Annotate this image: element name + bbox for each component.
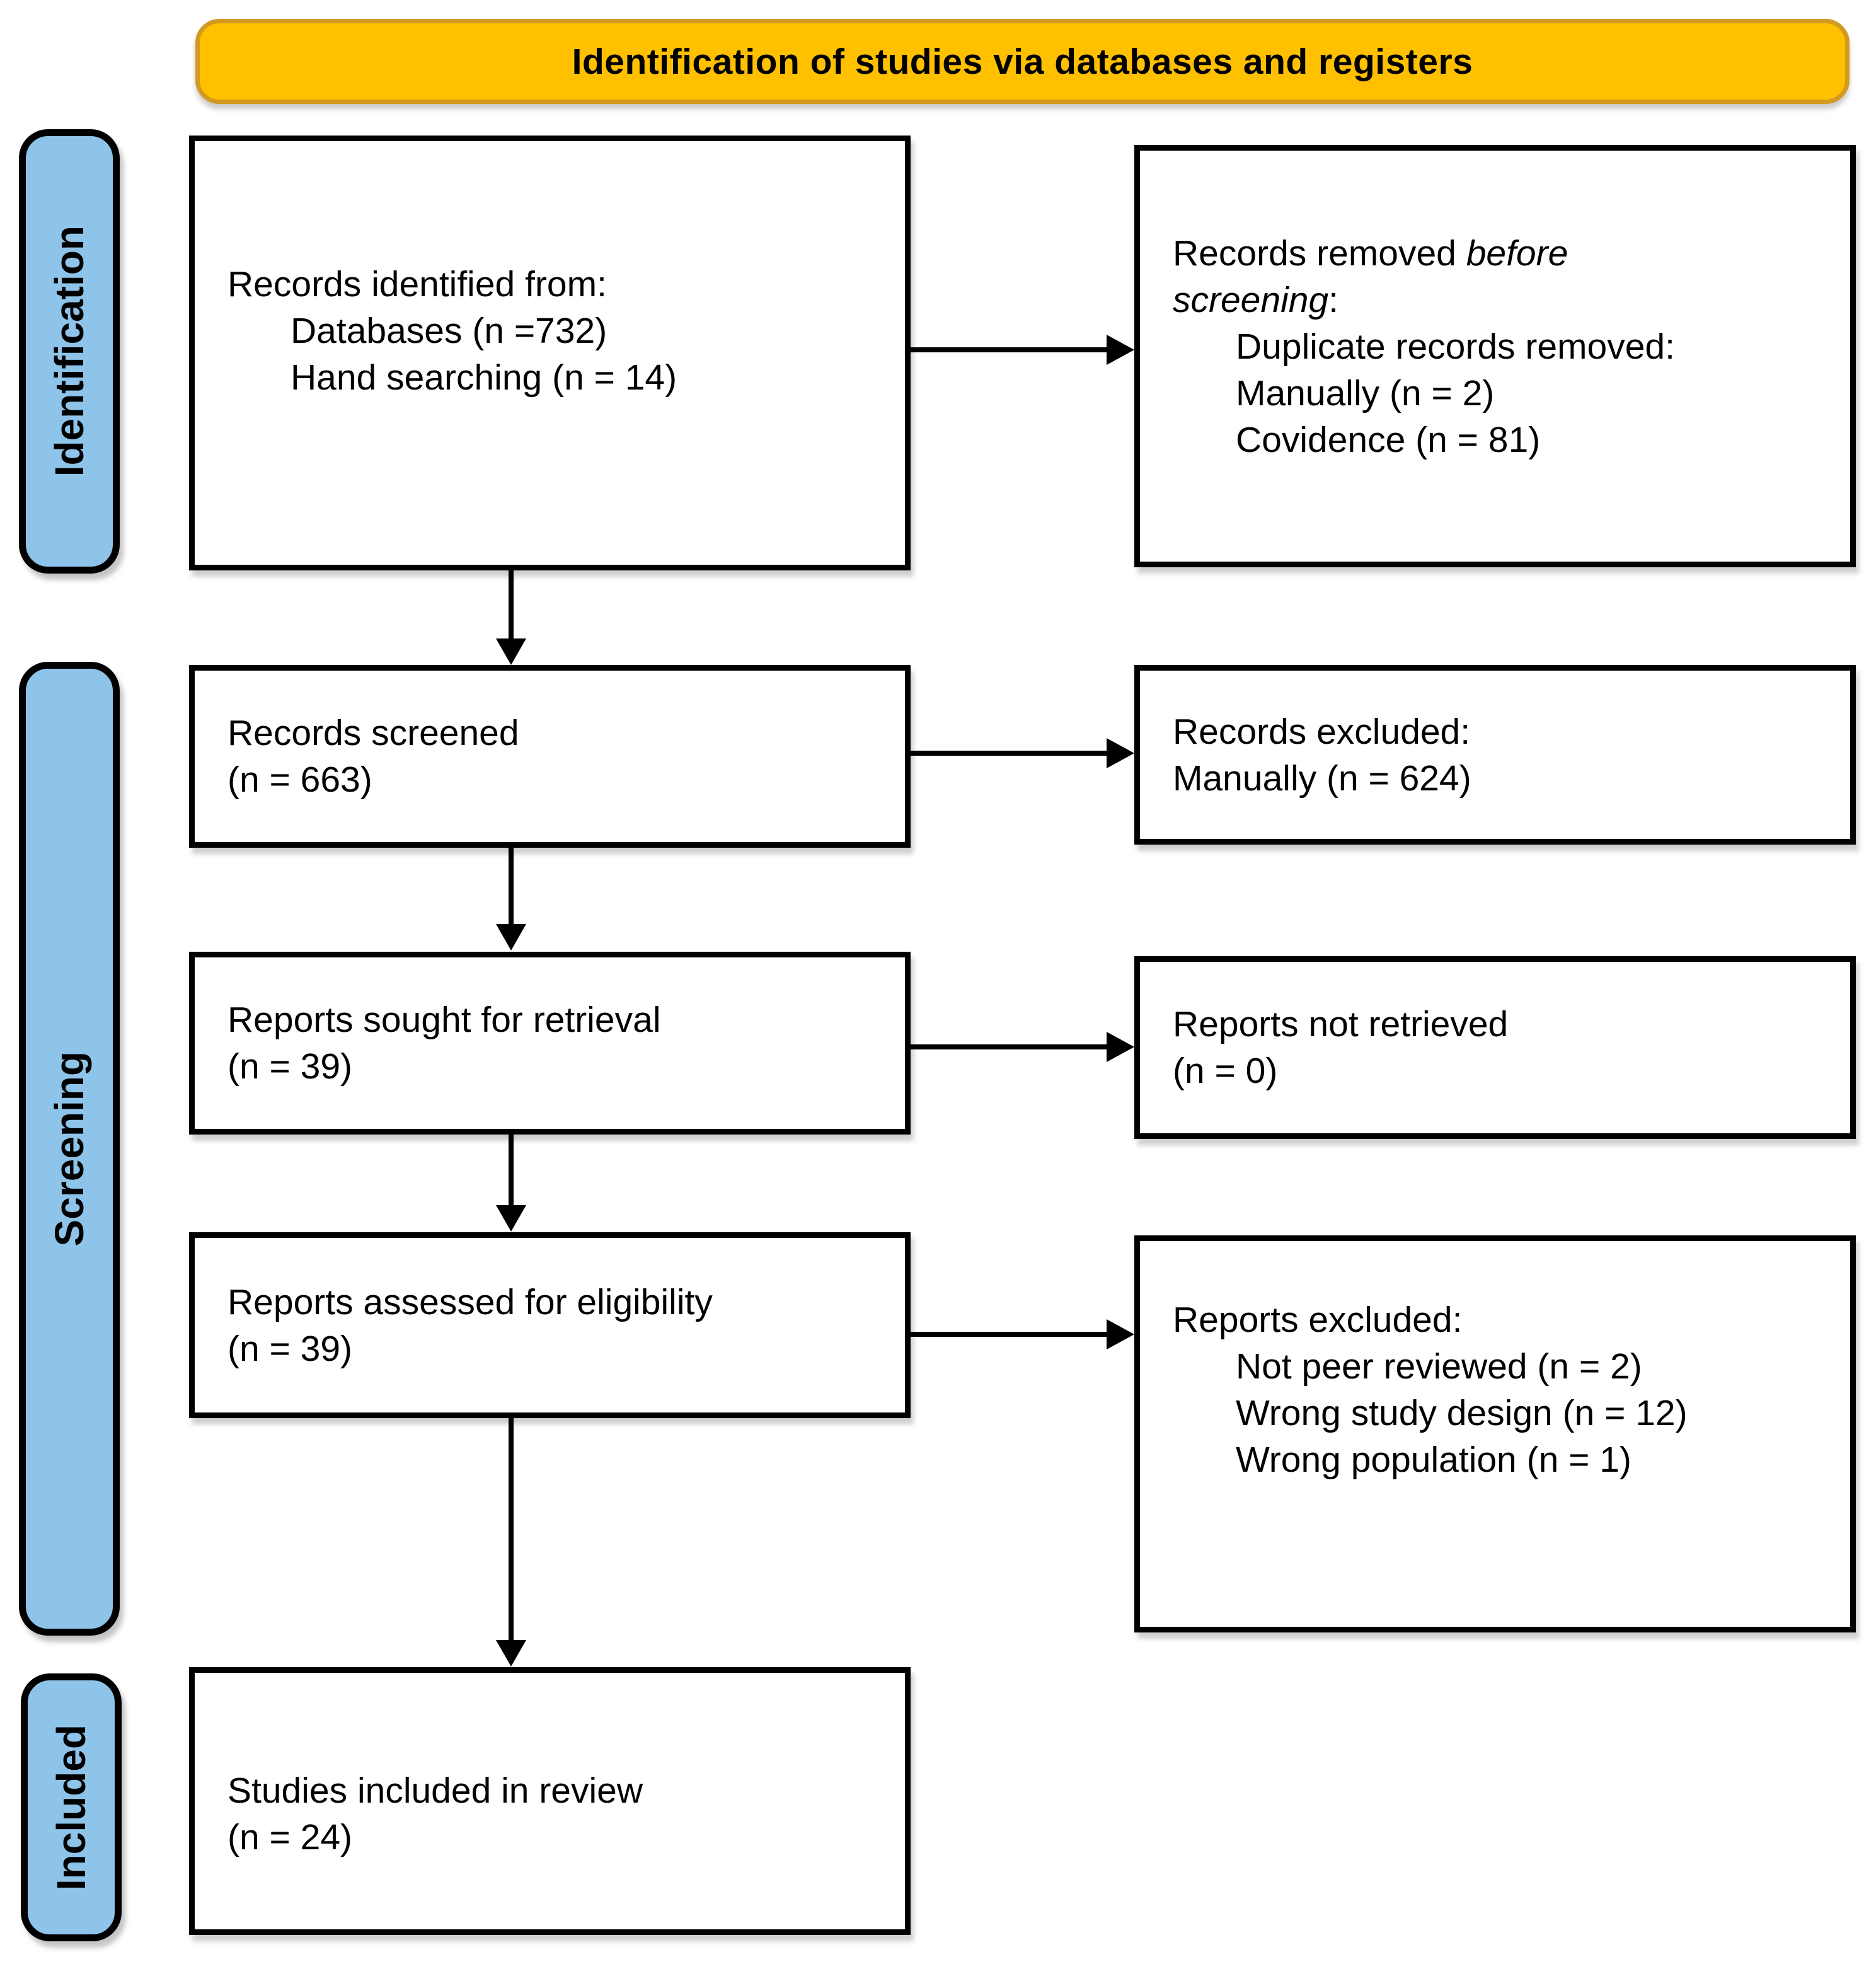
records-identified-title: Records identified from: — [227, 264, 607, 304]
header-title: Identification of studies via databases … — [572, 41, 1473, 82]
arrow-shaft — [911, 1332, 1109, 1337]
stage-label-screening-text: Screening — [47, 1051, 92, 1247]
records-removed-item-manually: Manually (n = 2) — [1236, 373, 1495, 413]
arrow-head-right-icon — [1107, 1319, 1134, 1349]
studies-included-box: Studies included in review (n = 24) — [189, 1667, 911, 1935]
arrow-shaft — [509, 1133, 514, 1206]
reports-excluded-item-wrong-study-design: Wrong study design (n = 12) — [1236, 1393, 1688, 1433]
records-removed-title-italic2: screening — [1173, 280, 1329, 320]
records-removed-item-duplicates: Duplicate records removed: — [1236, 326, 1675, 367]
arrow-head-right-icon — [1107, 1032, 1134, 1062]
arrow-shaft — [911, 751, 1109, 756]
reports-not-retrieved-box: Reports not retrieved (n = 0) — [1134, 956, 1856, 1139]
stage-label-identification-text: Identification — [47, 226, 92, 477]
header-banner: Identification of studies via databases … — [195, 19, 1850, 104]
arrow-shaft — [911, 347, 1109, 352]
stage-label-screening: Screening — [19, 662, 120, 1636]
records-identified-item-databases: Databases (n =732) — [291, 311, 607, 351]
reports-assessed-line2: (n = 39) — [227, 1328, 353, 1369]
reports-sought-box: Reports sought for retrieval (n = 39) — [189, 952, 911, 1135]
reports-excluded-item-wrong-population: Wrong population (n = 1) — [1236, 1440, 1631, 1480]
reports-sought-line2: (n = 39) — [227, 1046, 353, 1087]
records-removed-title-italic: before — [1466, 233, 1568, 274]
studies-included-line2: (n = 24) — [227, 1817, 353, 1857]
stage-label-identification: Identification — [19, 129, 120, 574]
arrow-head-down-icon — [496, 638, 526, 665]
records-identified-box: Records identified from: Databases (n =7… — [189, 136, 911, 570]
arrow-head-down-icon — [496, 1640, 526, 1667]
records-identified-item-hand-searching: Hand searching (n = 14) — [291, 357, 677, 398]
reports-excluded-title: Reports excluded: — [1173, 1300, 1463, 1340]
records-removed-item-covidence: Covidence (n = 81) — [1236, 420, 1541, 460]
arrow-head-right-icon — [1107, 335, 1134, 365]
arrow-shaft — [911, 1044, 1109, 1049]
records-excluded-line2: Manually (n = 624) — [1173, 758, 1471, 799]
records-removed-title-normal: Records removed — [1173, 233, 1466, 274]
arrow-head-right-icon — [1107, 738, 1134, 768]
reports-excluded-item-not-peer-reviewed: Not peer reviewed (n = 2) — [1236, 1346, 1642, 1387]
stage-label-included-text: Included — [49, 1724, 94, 1891]
reports-assessed-box: Reports assessed for eligibility (n = 39… — [189, 1232, 911, 1418]
stage-label-included: Included — [21, 1673, 122, 1941]
reports-not-retrieved-line1: Reports not retrieved — [1173, 1004, 1509, 1044]
arrow-head-down-icon — [496, 924, 526, 950]
reports-excluded-box: Reports excluded: Not peer reviewed (n =… — [1134, 1235, 1856, 1632]
records-excluded-box: Records excluded: Manually (n = 624) — [1134, 665, 1856, 845]
records-screened-line2: (n = 663) — [227, 760, 372, 800]
arrow-head-down-icon — [496, 1205, 526, 1232]
reports-sought-line1: Reports sought for retrieval — [227, 1000, 661, 1040]
records-removed-title-line2: screening: — [1173, 277, 1838, 323]
arrow-shaft — [509, 566, 514, 640]
records-screened-line1: Records screened — [227, 713, 519, 753]
records-removed-title-line1: Records removed before — [1173, 230, 1838, 277]
reports-assessed-line1: Reports assessed for eligibility — [227, 1281, 713, 1322]
arrow-shaft — [509, 1417, 514, 1641]
studies-included-line1: Studies included in review — [227, 1770, 643, 1811]
records-excluded-line1: Records excluded: — [1173, 711, 1471, 752]
records-removed-title-colon: : — [1328, 280, 1338, 320]
reports-not-retrieved-line2: (n = 0) — [1173, 1051, 1278, 1091]
arrow-shaft — [509, 848, 514, 925]
records-screened-box: Records screened (n = 663) — [189, 665, 911, 848]
records-removed-box: Records removed before screening: Duplic… — [1134, 145, 1856, 567]
